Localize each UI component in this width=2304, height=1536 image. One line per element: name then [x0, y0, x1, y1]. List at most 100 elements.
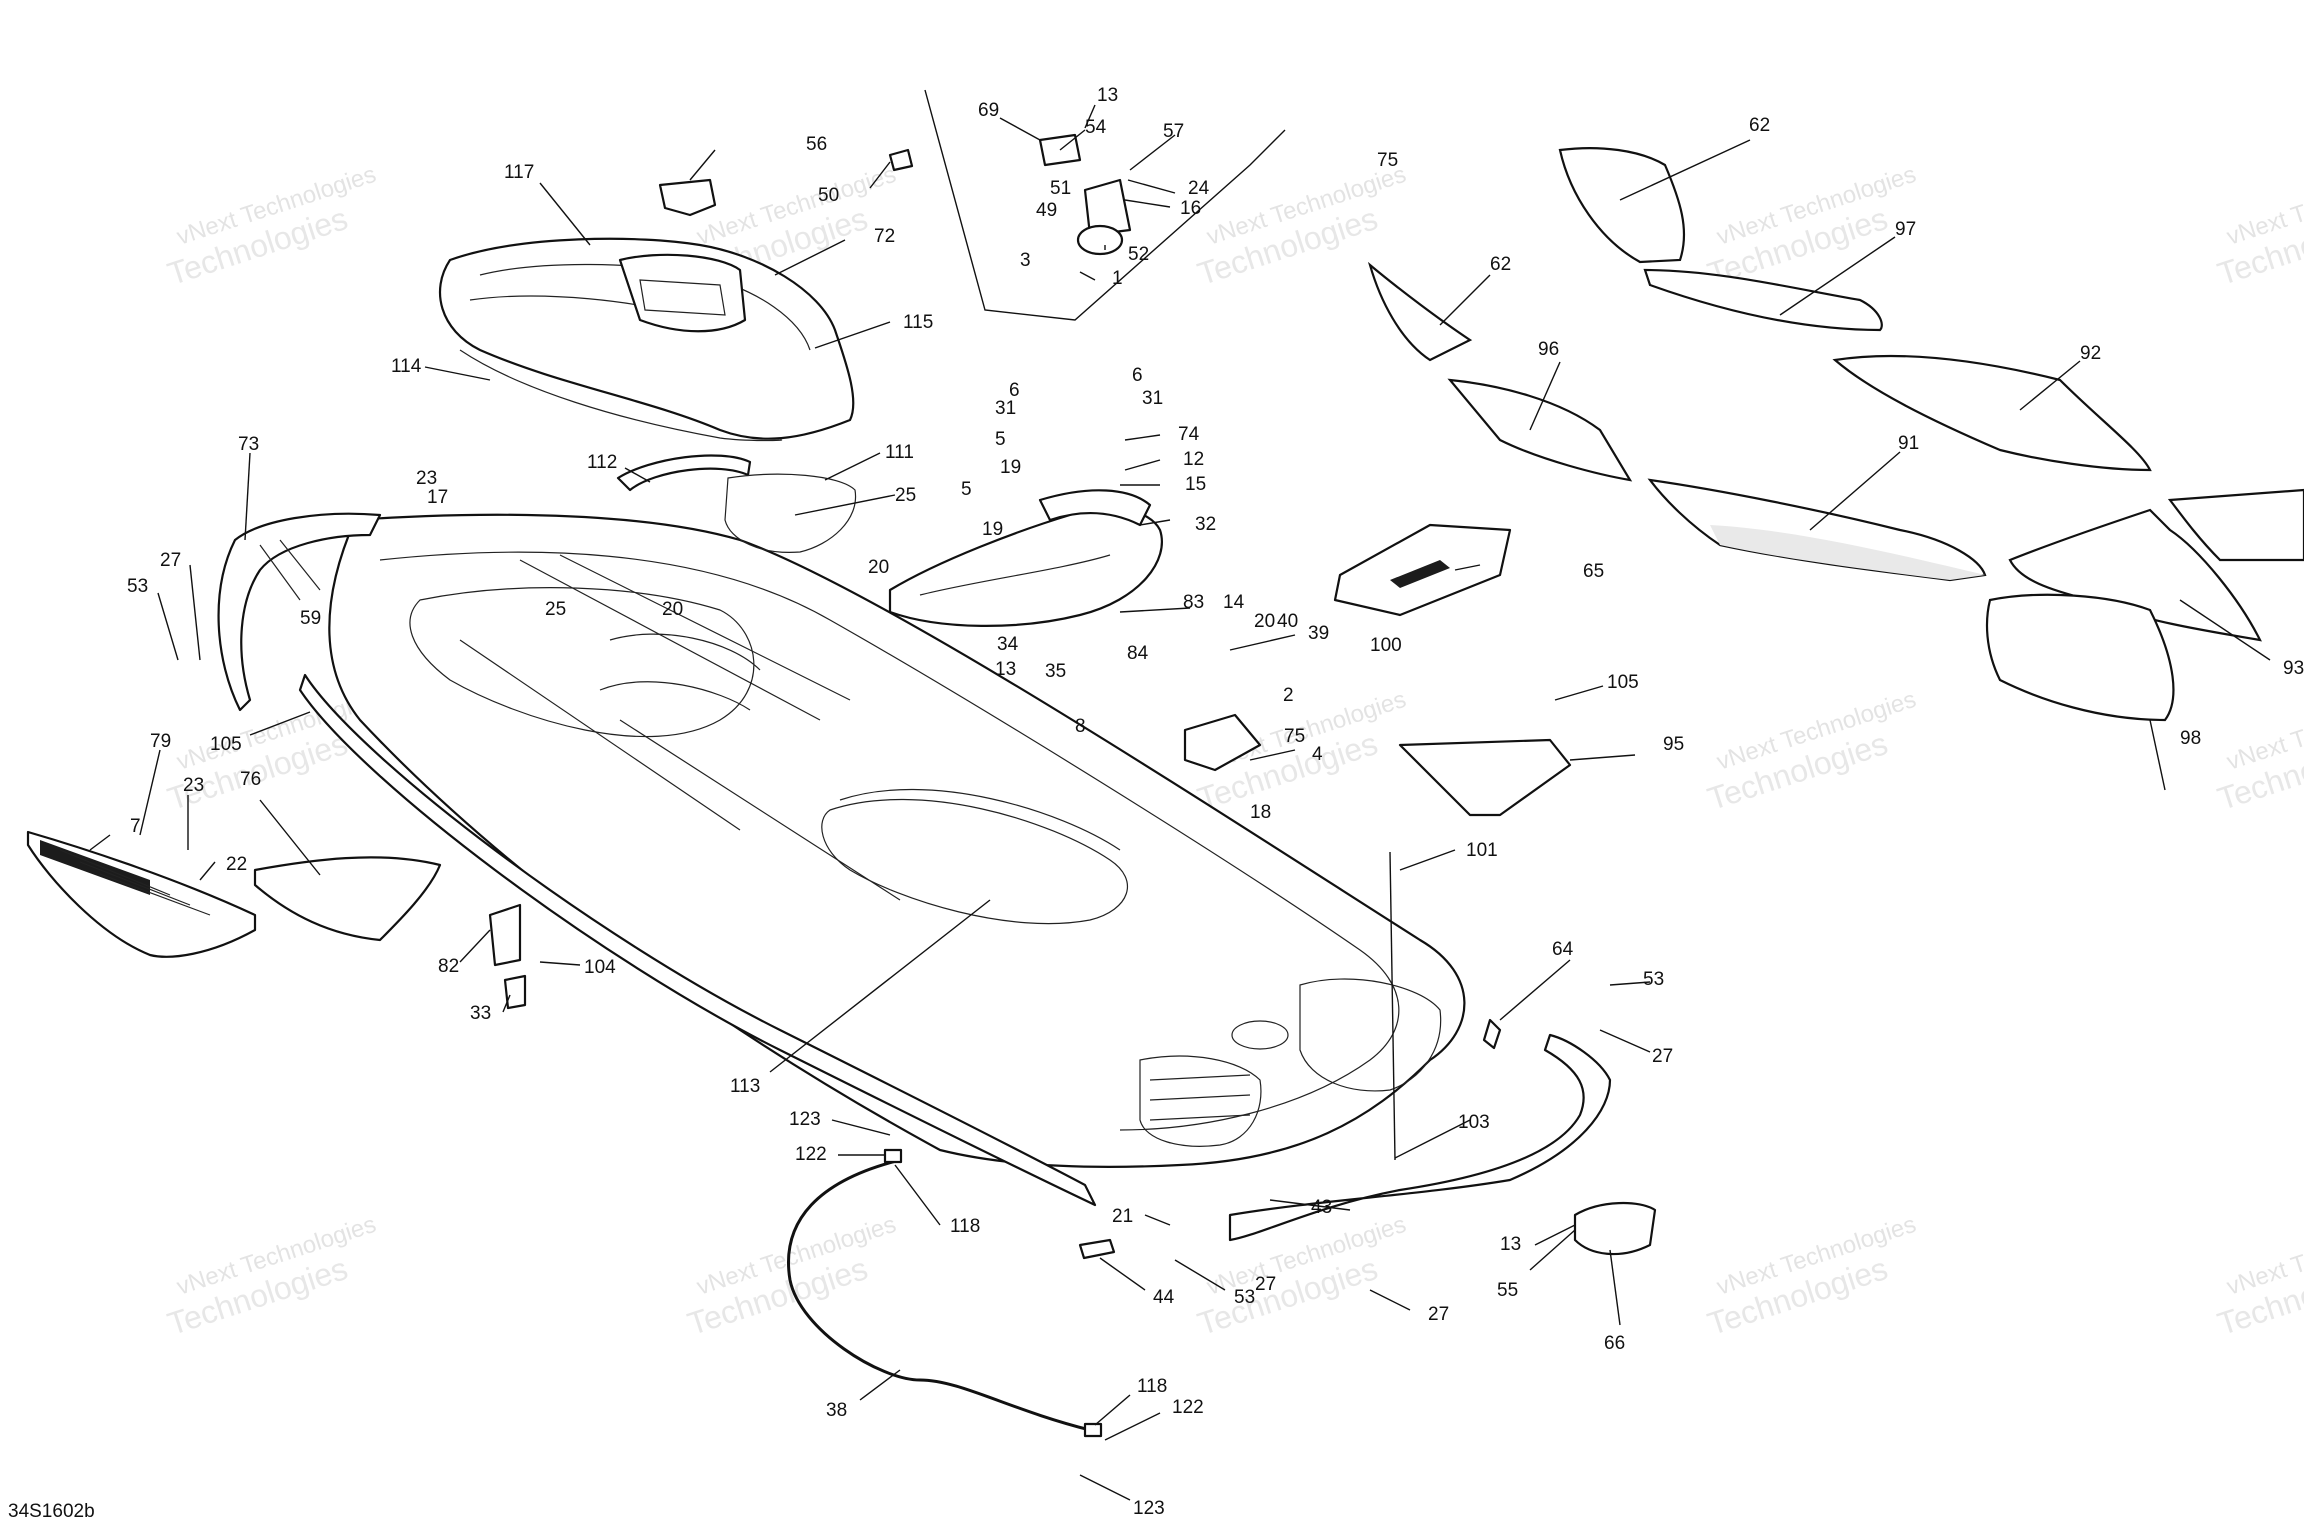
mat-part [2167, 488, 2304, 562]
callout-label: 54 [1085, 117, 1107, 138]
callout-label: 117 [504, 162, 534, 183]
callout-label: 25 [545, 599, 566, 620]
callout-label: 31 [995, 398, 1016, 419]
callout-label: 23 [416, 468, 437, 489]
callout-label: 4 [1312, 744, 1323, 765]
callout-label: 25 [895, 485, 916, 506]
callout-label: 53 [1643, 969, 1664, 990]
callout-label: 100 [1370, 635, 1402, 656]
callout-label: 75 [1377, 150, 1398, 171]
callout-label: 50 [818, 185, 839, 206]
cover-part [1573, 1202, 1657, 1256]
callout-label: 6 [1009, 380, 1020, 401]
storage-opening [821, 799, 1128, 925]
nose-panel-part [217, 512, 382, 712]
callout-label: 16 [1180, 198, 1201, 219]
callout-label: 74 [1178, 424, 1200, 445]
callout-label: 19 [982, 519, 1003, 540]
callout-label: 38 [826, 1400, 847, 1421]
callout-label: 75 [1284, 726, 1305, 747]
callout-label: 21 [1112, 1206, 1133, 1227]
callout-label: 5 [961, 479, 972, 500]
leader-lines [89, 104, 2271, 1501]
callout-label: 98 [2180, 728, 2201, 749]
callout-label: 17 [427, 487, 448, 508]
deck-hatch-lines [1149, 1074, 1251, 1121]
seat-frame-block [639, 279, 726, 316]
mat-part [1367, 261, 1473, 362]
deflector-part [253, 856, 442, 942]
mat-part [1985, 593, 2175, 722]
callout-label: 14 [1223, 592, 1245, 613]
callout-label: 20 [1254, 611, 1275, 632]
deck-hatch [1139, 1055, 1262, 1147]
rear-deck-panel [1299, 978, 1442, 1092]
nose-panel-detail [259, 539, 321, 601]
callout-label: 22 [226, 854, 247, 875]
callout-label: 95 [1663, 734, 1684, 755]
callout-label: 69 [978, 100, 999, 121]
clip-part [888, 148, 914, 172]
callout-label: 18 [1250, 802, 1271, 823]
seat-well [599, 633, 761, 711]
callout-label: 122 [795, 1144, 827, 1165]
callout-label: 66 [1604, 1333, 1625, 1354]
callout-label: 114 [391, 356, 422, 377]
callout-label: 20 [868, 557, 889, 578]
callout-label: 27 [1652, 1046, 1673, 1067]
callout-label: 84 [1127, 643, 1149, 664]
callout-label: 59 [300, 608, 321, 629]
callout-label: 8 [1075, 716, 1086, 737]
callout-label: 122 [1172, 1397, 1204, 1418]
callout-label: 105 [1607, 672, 1639, 693]
bracket-part [1038, 489, 1152, 527]
callout-label: 83 [1183, 592, 1204, 613]
callout-label: 64 [1552, 939, 1574, 960]
callout-label: 55 [1497, 1280, 1518, 1301]
callout-label: 115 [903, 312, 933, 333]
deck-drain [1231, 1020, 1289, 1050]
callout-label: 111 [885, 442, 914, 463]
callout-label: 13 [995, 659, 1016, 680]
seat-frame-inner [618, 253, 747, 333]
callout-label: 27 [1428, 1304, 1449, 1325]
callout-label: 123 [789, 1109, 821, 1130]
callout-label: 2 [1283, 685, 1294, 706]
mat-part [1447, 378, 1633, 482]
hose-fitting [883, 1148, 903, 1164]
hull-deck-part [328, 513, 1466, 1168]
rub-strip-part [298, 673, 1097, 1207]
callout-label: 103 [1458, 1112, 1490, 1133]
mesh-part [1076, 224, 1124, 256]
callout-label: 101 [1466, 840, 1498, 861]
callout-label: 82 [438, 956, 459, 977]
callout-label: 35 [1045, 661, 1066, 682]
bracket-part [488, 903, 522, 967]
housing-part [1083, 178, 1132, 237]
callout-label: 53 [127, 576, 148, 597]
grill-detail [59, 849, 211, 916]
callout-label: 12 [1183, 449, 1204, 470]
parts-artwork [26, 89, 2304, 1438]
hose-fitting [1083, 1422, 1103, 1438]
callout-label: 40 [1277, 611, 1298, 632]
handle-detail [919, 554, 1111, 596]
seat-frame-part [438, 237, 855, 440]
callout-label: 123 [1133, 1498, 1165, 1519]
callout-label: 62 [1749, 115, 1770, 136]
callout-label: 5 [995, 429, 1006, 450]
reference-code: 34S1602b [8, 1501, 95, 1522]
callout-label: 39 [1308, 623, 1329, 644]
callout-label: 104 [584, 957, 616, 978]
hatch-gasket-part [724, 473, 857, 553]
gasket-part [459, 349, 783, 442]
trim-part [1482, 1018, 1502, 1050]
callout-label: 49 [1036, 200, 1057, 221]
callout-label: 112 [587, 452, 617, 473]
mat-shading [1710, 525, 1985, 580]
callout-label: 76 [240, 769, 261, 790]
mat-part [1643, 268, 1883, 332]
callout-label: 44 [1153, 1287, 1175, 1308]
storage-opening [839, 789, 1121, 851]
